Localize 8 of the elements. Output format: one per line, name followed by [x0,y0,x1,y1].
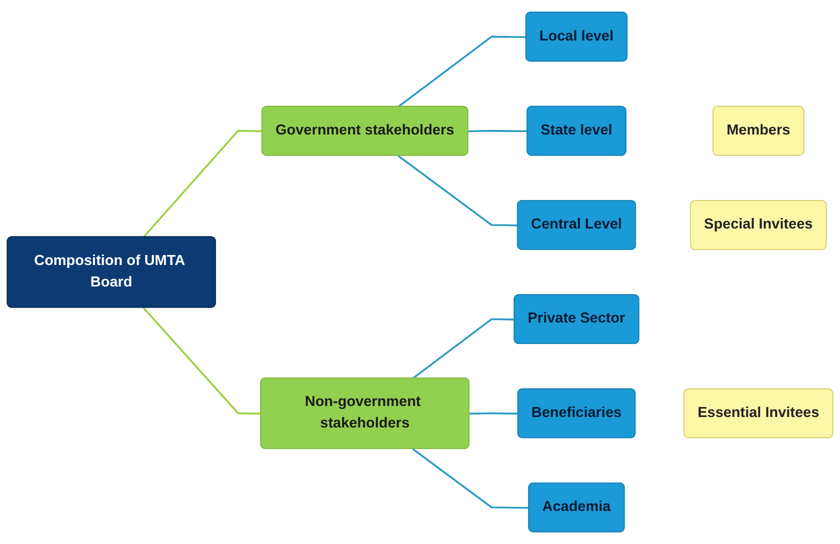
connector [468,130,528,132]
connector [469,412,518,415]
connector [398,36,526,108]
connector [398,154,518,226]
connector [142,130,262,238]
connector [412,448,530,509]
connector [412,318,515,380]
connector [142,307,262,415]
